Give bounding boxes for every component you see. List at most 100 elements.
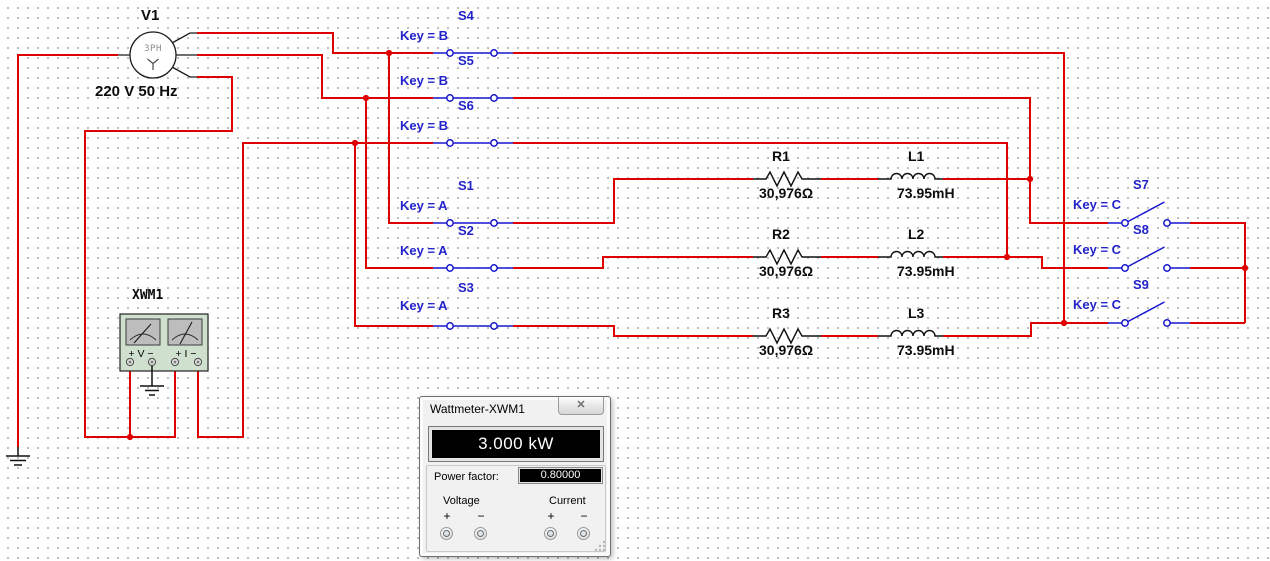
wire-s5-output — [513, 97, 1108, 224]
current-minus-terminal — [577, 527, 590, 540]
switch-s7-symbol — [1108, 201, 1190, 227]
ground-wattmeter-symbol — [140, 366, 164, 396]
switch-s6-symbol — [433, 139, 513, 147]
wattmeter-dialog[interactable]: Wattmeter-XWM1 ✕ 3.000 kW Power factor: … — [419, 396, 611, 557]
wire-s6-output — [513, 142, 1008, 257]
inductor-l3-ref: L3 — [908, 305, 925, 321]
current-plus-label: + — [547, 509, 555, 523]
inductor-l2-value: 73.95mH — [897, 263, 955, 279]
wire-s2-input — [365, 98, 433, 269]
wire-s1-input — [388, 53, 433, 224]
voltage-minus-label: − — [477, 509, 485, 523]
switch-s8-key: Key = C — [1073, 242, 1122, 257]
wire-current-coil-return — [197, 142, 433, 438]
voltage-section-label: Voltage — [443, 495, 480, 507]
dialog-lower-panel — [426, 465, 606, 552]
resize-grip[interactable] — [593, 539, 607, 553]
current-gauge — [167, 318, 203, 346]
switch-s3-ref: S3 — [458, 280, 474, 295]
resistor-r2-ref: R2 — [772, 226, 790, 242]
switch-s9-key: Key = C — [1073, 297, 1122, 312]
switch-s5-key: Key = B — [400, 73, 449, 88]
wattmeter-ref-label: XWM1 — [132, 288, 164, 303]
close-button[interactable]: ✕ — [558, 397, 604, 415]
wye-icon — [147, 58, 159, 70]
switch-s2-ref: S2 — [458, 223, 474, 238]
switch-s4-symbol — [433, 49, 513, 57]
wire-s4-output — [513, 52, 1065, 323]
wire-phase-c — [84, 76, 233, 438]
inductors[interactable] — [878, 172, 943, 337]
power-reading: 3.000 kW — [432, 430, 600, 458]
resistor-r1-ref: R1 — [772, 148, 790, 164]
closed-switches[interactable] — [433, 49, 513, 330]
inductor-l1-value: 73.95mH — [897, 185, 955, 201]
switch-s4-key: Key = B — [400, 28, 449, 43]
source-v1-symbol[interactable]: 3PH — [118, 31, 197, 79]
source-value-label: 220 V 50 Hz — [95, 83, 178, 100]
wire-branch2-in — [513, 256, 753, 269]
resistor-r3-value: 30,976Ω — [759, 342, 814, 358]
resistor-r3-ref: R3 — [772, 305, 790, 321]
wires[interactable] — [17, 32, 1246, 447]
switch-s6-ref: S6 — [458, 98, 474, 113]
dialog-title[interactable]: Wattmeter-XWM1 — [430, 402, 525, 416]
switch-s3-symbol — [433, 322, 513, 330]
inductor-l3-value: 73.95mH — [897, 342, 955, 358]
close-icon: ✕ — [576, 399, 586, 411]
wire-branch3-out — [943, 322, 1108, 337]
switch-s4-ref: S4 — [458, 8, 474, 23]
instrument-terminals[interactable] — [125, 357, 203, 367]
source-ref-label: V1 — [141, 7, 160, 24]
grounds[interactable] — [6, 366, 164, 466]
switch-s3-key: Key = A — [400, 298, 448, 313]
junction-dots — [126, 49, 1249, 441]
voltage-gauge — [125, 318, 161, 346]
current-section-label: Current — [549, 495, 586, 507]
inductor-l1-symbol — [878, 172, 943, 180]
resistor-r2-symbol — [753, 248, 821, 266]
voltage-plus-terminal — [440, 527, 453, 540]
inductor-l2-ref: L2 — [908, 226, 925, 242]
switch-s1-key: Key = A — [400, 198, 448, 213]
resistors[interactable] — [753, 170, 821, 345]
switch-s2-symbol — [433, 264, 513, 272]
wire-s7-output — [1190, 222, 1246, 323]
voltage-plus-label: + — [443, 509, 451, 523]
power-factor-label: Power factor: — [434, 471, 499, 483]
resistor-r2-value: 30,976Ω — [759, 263, 814, 279]
inductor-l2-symbol — [878, 250, 943, 258]
voltage-minus-terminal — [474, 527, 487, 540]
current-terminal-labels: + I − — [175, 348, 196, 360]
switch-s1-ref: S1 — [458, 178, 474, 193]
switch-s5-symbol — [433, 94, 513, 102]
current-plus-terminal — [544, 527, 557, 540]
power-factor-frame: 0.80000 — [518, 467, 603, 484]
switch-s8-ref: S8 — [1133, 222, 1149, 237]
switch-s9-symbol — [1108, 301, 1190, 327]
resistor-r1-value: 30,976Ω — [759, 185, 814, 201]
wire-s3-input — [354, 143, 433, 327]
switch-s9-ref: S9 — [1133, 277, 1149, 292]
power-factor-value: 0.80000 — [520, 469, 601, 482]
open-switches[interactable] — [1108, 201, 1190, 327]
wire-branch2-out — [943, 256, 1108, 269]
switch-s5-ref: S5 — [458, 53, 474, 68]
wire-neutral — [17, 54, 118, 447]
switch-s6-key: Key = B — [400, 118, 449, 133]
switch-s7-key: Key = C — [1073, 197, 1122, 212]
wattmeter-xwm1-symbol[interactable]: + V − + I − — [119, 313, 209, 372]
ground-neutral-symbol — [6, 447, 30, 466]
inductor-l3-symbol — [878, 329, 943, 337]
power-display-frame: 3.000 kW — [428, 426, 604, 462]
wire-phase-a — [197, 32, 433, 54]
wire-phase-b — [197, 54, 433, 99]
switch-s1-symbol — [433, 219, 513, 227]
wire-branch3-in — [513, 325, 753, 337]
wire-branch1-in — [513, 178, 753, 224]
current-minus-label: − — [580, 509, 588, 523]
resistor-r1-symbol — [753, 170, 821, 188]
switch-s7-ref: S7 — [1133, 177, 1149, 192]
